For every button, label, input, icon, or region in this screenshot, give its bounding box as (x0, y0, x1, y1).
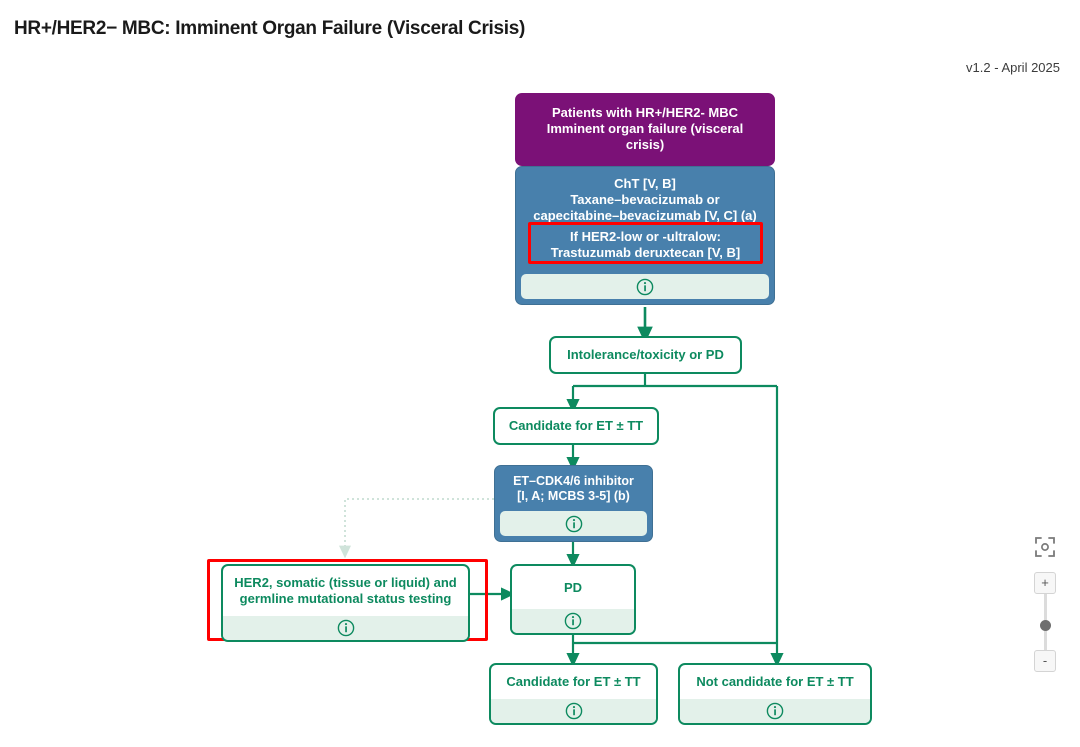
node-not-candidate-et-tt-info-bar[interactable] (680, 698, 870, 723)
node-start-text: Patients with HR+/HER2- MBC Imminent org… (516, 94, 774, 165)
node-cht-info-bar[interactable] (521, 273, 769, 299)
node-candidate-et-tt-upper[interactable]: Candidate for ET ± TT (493, 407, 659, 445)
info-icon (565, 515, 582, 532)
node-intolerance-or-pd[interactable]: Intolerance/toxicity or PD (549, 336, 742, 374)
zoom-in-button[interactable]: + (1034, 572, 1056, 594)
node-start-line1: Patients with HR+/HER2- MBC (552, 105, 738, 120)
node-her2-mutational-testing[interactable]: HER2, somatic (tissue or liquid) and ger… (221, 564, 470, 642)
fit-to-screen-icon[interactable] (1034, 536, 1056, 558)
info-icon (565, 702, 582, 720)
node-et-cdk46-line2: [I, A; MCBS 3-5] (b) (517, 489, 630, 504)
node-candidate-et-tt-lower[interactable]: Candidate for ET ± TT (489, 663, 658, 725)
node-her2-testing-info-bar[interactable] (223, 615, 468, 640)
highlight-her2-low-trastuzumab[interactable]: If HER2-low or -ultralow: Trastuzumab de… (528, 222, 763, 264)
node-start-line2: Imminent organ failure (visceral crisis) (546, 120, 744, 152)
node-cht-line3: capecitabine–bevacizumab [V, C] (a) (533, 207, 757, 223)
node-et-cdk46-text: ET–CDK4/6 inhibitor [I, A; MCBS 3-5] (b) (495, 466, 652, 511)
node-candidate-et-tt-lower-text: Candidate for ET ± TT (506, 674, 641, 689)
node-et-cdk46-inhibitor[interactable]: ET–CDK4/6 inhibitor [I, A; MCBS 3-5] (b) (494, 465, 653, 542)
node-pd-text: PD (563, 580, 583, 595)
node-et-cdk46-line1: ET–CDK4/6 inhibitor (513, 474, 634, 488)
node-et-cdk46-info-bar[interactable] (500, 510, 647, 536)
zoom-controls[interactable]: + - (1032, 536, 1058, 672)
highlight-her2-low-line2: Trastuzumab deruxtecan [V, B] (550, 245, 741, 261)
highlight-her2-low-line1: If HER2-low or -ultralow: (570, 229, 721, 244)
node-her2-testing-line2: germline mutational status testing (239, 590, 452, 606)
node-intolerance-text: Intolerance/toxicity or PD (567, 347, 724, 362)
node-her2-testing-text: HER2, somatic (tissue or liquid) and ger… (223, 566, 468, 616)
node-not-candidate-et-tt[interactable]: Not candidate for ET ± TT (678, 663, 872, 725)
zoom-slider-thumb[interactable] (1039, 620, 1051, 631)
info-icon (337, 619, 354, 637)
zoom-slider-track[interactable] (1039, 594, 1051, 650)
node-pd-info-bar[interactable] (512, 608, 634, 633)
version-label: v1.2 - April 2025 (966, 60, 1060, 75)
page-title: HR+/HER2− MBC: Imminent Organ Failure (V… (14, 18, 526, 39)
node-start-patients[interactable]: Patients with HR+/HER2- MBC Imminent org… (515, 93, 775, 166)
info-icon (564, 612, 582, 630)
info-icon (766, 702, 784, 720)
node-cht-line1: ChT [V, B] (614, 176, 676, 191)
node-her2-testing-line1: HER2, somatic (tissue or liquid) and (234, 575, 457, 590)
node-pd[interactable]: PD (510, 564, 636, 635)
node-candidate-et-tt-lower-info-bar[interactable] (491, 698, 656, 723)
node-not-candidate-et-tt-text: Not candidate for ET ± TT (696, 674, 854, 689)
zoom-out-button[interactable]: - (1034, 650, 1056, 672)
node-cht-text: ChT [V, B] Taxane–bevacizumab or capecit… (516, 167, 774, 274)
node-candidate-et-tt-upper-text: Candidate for ET ± TT (508, 418, 644, 433)
info-icon (636, 278, 654, 295)
node-cht-line2: Taxane–bevacizumab or (570, 191, 720, 207)
